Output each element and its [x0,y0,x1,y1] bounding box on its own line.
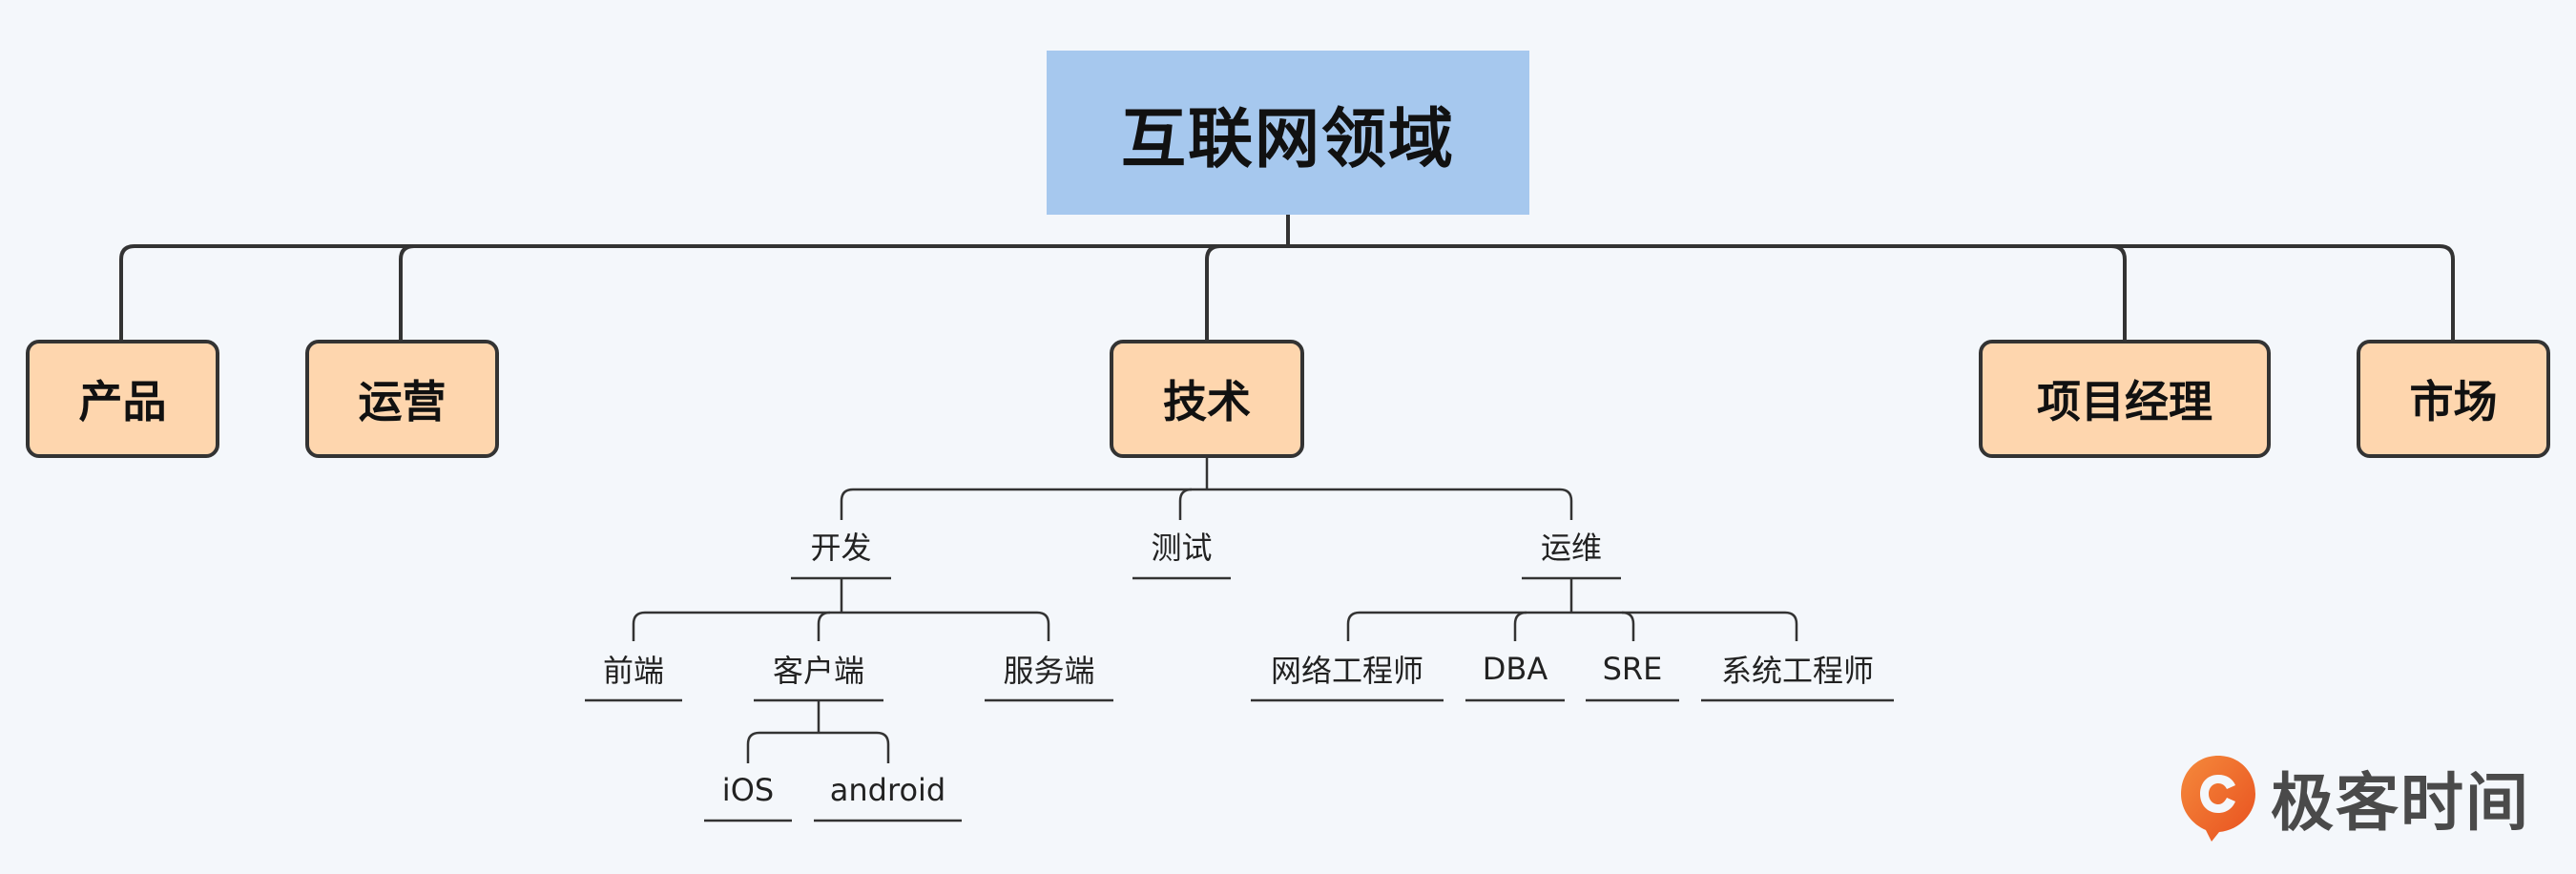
node-ops-label: 运维 [1540,530,1602,566]
connector-client [817,611,831,641]
connector-dev-children [632,578,1050,641]
node-tech-label: 技术 [1163,376,1251,427]
connector-ops-children [1346,578,1798,641]
node-client-label: 客户端 [772,653,864,689]
node-dba-label: DBA [1482,651,1548,687]
node-sre: SRE [1586,645,1679,693]
connector-level1-bus [119,244,2455,340]
root-node: 互联网领域 [1047,51,1529,215]
connector-tech-children [840,458,1573,520]
node-dev-label: 开发 [810,530,872,566]
node-product: 产品 [26,340,219,458]
node-server-label: 服务端 [1003,653,1095,689]
connector-test [1178,488,1193,520]
connector-tech [1205,244,1221,340]
node-pm: 项目经理 [1979,340,2271,458]
node-frontend: 前端 [585,645,682,693]
brand-logo: 极客时间 [2177,750,2530,845]
node-tech: 技术 [1110,340,1304,458]
node-client: 客户端 [754,645,883,693]
node-market: 市场 [2357,340,2550,458]
node-market-label: 市场 [2409,376,2498,427]
node-network-engineer-label: 网络工程师 [1270,653,1423,689]
node-ios: iOS [704,766,792,814]
node-test: 测试 [1132,522,1231,570]
brand-logo-icon [2181,756,2255,842]
node-ios-label: iOS [721,772,775,808]
node-operations: 运营 [305,340,499,458]
node-dba: DBA [1465,645,1565,693]
node-product-label: 产品 [78,376,167,427]
root-label: 互联网领域 [1120,101,1455,177]
node-system-engineer-label: 系统工程师 [1720,653,1874,689]
node-pm-label: 项目经理 [2037,376,2212,427]
node-system-engineer: 系统工程师 [1701,645,1894,693]
connector-sre [1621,611,1635,641]
node-network-engineer: 网络工程师 [1251,645,1444,693]
node-operations-label: 运营 [358,376,447,427]
node-test-label: 测试 [1151,530,1213,566]
connector-dba [1513,611,1527,641]
node-android-label: android [829,772,946,808]
node-sre-label: SRE [1602,651,1663,687]
node-android: android [814,766,962,814]
node-ops: 运维 [1522,522,1621,570]
connector-client-children [746,700,890,763]
node-dev: 开发 [791,522,891,570]
brand-name: 极客时间 [2271,766,2530,840]
node-frontend-label: 前端 [602,653,664,689]
connector-operations [399,244,415,340]
connector-pm [2110,244,2127,340]
node-server: 服务端 [985,645,1113,693]
